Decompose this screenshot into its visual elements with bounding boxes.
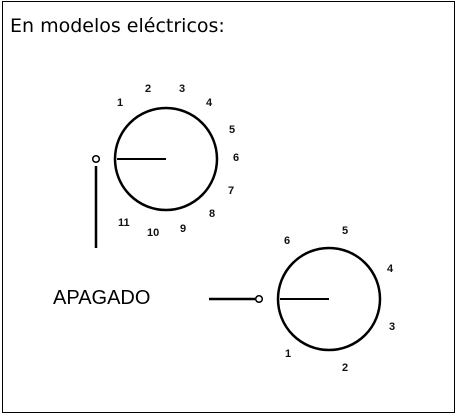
- large-knob-number: 7: [228, 185, 234, 197]
- small-knob: 1 2 3 4 5 6: [209, 225, 395, 374]
- small-knob-off-dot: [254, 294, 264, 304]
- large-knob-number: 5: [229, 124, 235, 136]
- large-knob-dial: [113, 106, 219, 212]
- large-knob-number: 4: [206, 97, 213, 109]
- large-knob-number: 6: [233, 152, 239, 164]
- large-knob-number: 8: [209, 208, 215, 220]
- heading: En modelos eléctricos:: [10, 15, 225, 37]
- large-knob-number: 9: [180, 223, 186, 235]
- large-knob-number: 3: [179, 83, 185, 95]
- figure-frame: [2, 1, 455, 413]
- small-knob-number: 4: [387, 263, 394, 275]
- large-knob-number: 10: [147, 227, 159, 239]
- small-knob-number: 5: [342, 225, 348, 237]
- large-knob-number: 1: [117, 97, 123, 109]
- large-knob: 1 2 3 4 5 6 7 8 9 10 11: [91, 83, 239, 248]
- off-label: APAGADO: [53, 287, 151, 309]
- small-knob-number: 1: [285, 348, 291, 360]
- large-knob-number: 2: [145, 83, 151, 95]
- small-knob-dial: [276, 246, 382, 352]
- large-knob-off-dot: [91, 154, 101, 164]
- small-knob-number: 2: [342, 362, 348, 374]
- large-knob-number: 11: [118, 217, 130, 229]
- small-knob-number: 6: [284, 235, 290, 247]
- small-knob-number: 3: [389, 321, 395, 333]
